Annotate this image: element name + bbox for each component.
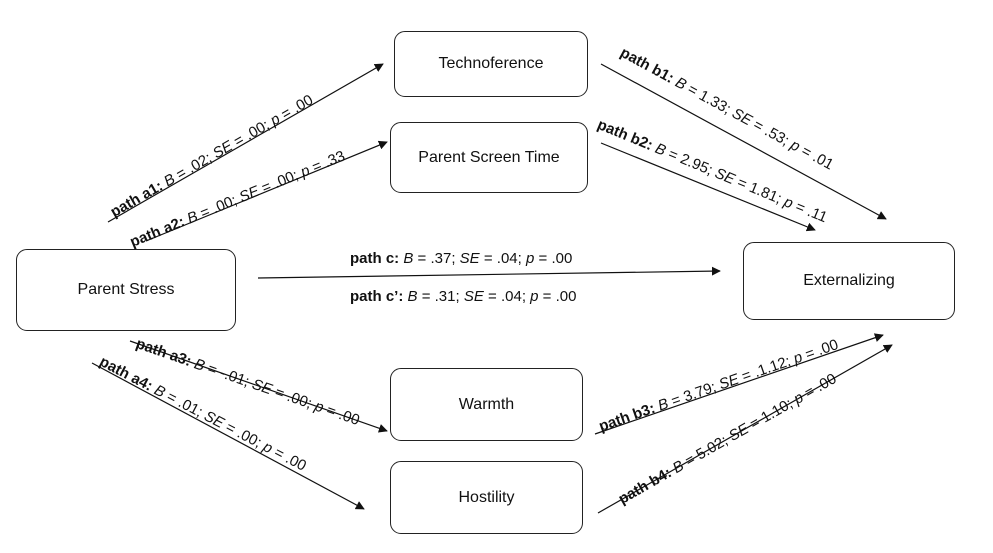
stat-symbol: p — [267, 110, 284, 130]
node-label: Parent Stress — [77, 281, 175, 298]
node-parent-stress: Parent Stress — [16, 249, 236, 331]
stat-symbol: B — [151, 381, 169, 402]
arrow-a1 — [107, 63, 384, 223]
node-label: Parent Screen Time — [418, 148, 560, 166]
node-label: Externalizing — [803, 272, 895, 289]
b-value: .37 — [430, 250, 452, 267]
b-value: .31 — [434, 288, 456, 305]
arrow-a4 — [91, 362, 365, 510]
p-value: .00 — [555, 288, 577, 305]
arrow-a3 — [129, 340, 388, 433]
arrow-b1 — [600, 63, 887, 220]
stat-symbol: B — [407, 288, 418, 305]
stat-symbol: p — [791, 348, 805, 368]
stat-symbol: p — [260, 438, 276, 458]
arrow-b2 — [600, 142, 816, 232]
stat-symbol: SE — [459, 250, 480, 267]
stat-symbol: B — [672, 73, 690, 94]
stat-symbol: SE — [463, 288, 484, 305]
node-label: Hostility — [458, 488, 515, 506]
arrow-b4 — [597, 344, 893, 514]
stat-symbol: p — [526, 250, 535, 267]
se-value: .04 — [500, 288, 522, 305]
stat-symbol: B — [655, 395, 671, 415]
stat-symbol: p — [781, 193, 796, 213]
node-label: Warmth — [458, 395, 515, 413]
node-label: Technoference — [438, 55, 544, 72]
arrow-c — [257, 266, 721, 279]
stat-symbol: p — [530, 288, 539, 305]
path-name: path c: — [350, 250, 400, 267]
stat-symbol: B — [191, 355, 208, 375]
arrow-b3 — [594, 333, 884, 435]
stat-symbol: p — [787, 136, 803, 156]
stat-symbol: p — [298, 161, 313, 181]
stat-symbol: B — [652, 139, 669, 160]
label-path-c-prime: path c’: B = .31; SE = .04; p = .00 — [350, 288, 577, 305]
node-parent-screen-time: Parent Screen Time — [390, 122, 588, 193]
label-path-c: path c: B = .37; SE = .04; p = .00 — [350, 250, 573, 267]
node-externalizing: Externalizing — [743, 242, 955, 320]
stat-symbol: p — [790, 388, 807, 408]
node-warmth: Warmth — [390, 368, 583, 441]
node-hostility: Hostility — [390, 461, 583, 534]
se-value: .04 — [496, 250, 518, 267]
stat-symbol: p — [312, 397, 326, 417]
stat-symbol: B — [403, 250, 414, 267]
node-technoference: Technoference — [394, 31, 588, 97]
p-value: .00 — [551, 250, 573, 267]
stat-symbol: B — [184, 207, 201, 228]
path-name: path c’: — [350, 288, 404, 305]
arrow-a2 — [145, 140, 388, 242]
